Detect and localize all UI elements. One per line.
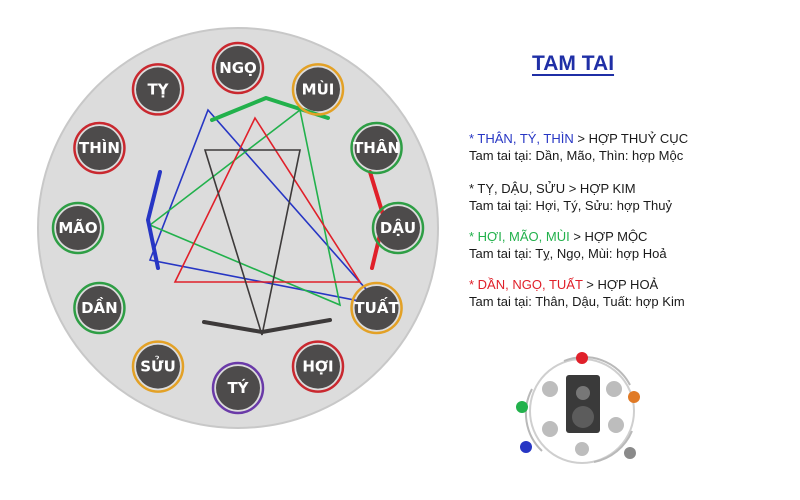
zodiac-label: THÌN	[79, 138, 120, 157]
zodiac-node: THÂN	[350, 121, 403, 175]
zodiac-node: HỢI	[291, 340, 345, 393]
zodiac-ring	[51, 201, 105, 255]
zodiac-label: MÃO	[58, 218, 97, 237]
cycle-arrow	[524, 388, 543, 452]
group-dan-ngo-tuat: * DẦN, NGỌ, TUẤT > HỢP HOẢ Tam tai tại: …	[469, 276, 789, 310]
zodiac-node: DẬU	[371, 201, 425, 255]
zodiac-circle	[77, 286, 122, 330]
group-hoi-mao-mui: * HỢI, MÃO, MÙI > HỢP MỘC Tam tai tại: T…	[469, 228, 789, 262]
group-result: > HỢP THUỶ CỤC	[573, 131, 689, 146]
cycle-arrow	[563, 356, 631, 386]
zodiac-label: THÂN	[353, 138, 400, 157]
zodiac-node: DẦN	[73, 281, 126, 335]
group-detail: Tam tai tại: Tỵ, Ngọ, Mùi: hợp Hoả	[469, 246, 667, 261]
zodiac-node: SỬU	[131, 340, 185, 393]
element-node-fire	[576, 352, 588, 364]
zodiac-label: TUẤT	[354, 296, 399, 317]
zodiac-node: TÝ	[211, 361, 265, 415]
group-result: > HỢP HOẢ	[582, 277, 659, 292]
zodiac-node: MÙI	[291, 63, 345, 116]
element-node-wood	[516, 401, 528, 413]
center-figure-head	[576, 386, 590, 400]
zodiac-node: THÌN	[73, 121, 126, 175]
zodiac-circle	[136, 344, 180, 389]
cycle-arrow	[593, 430, 633, 463]
zodiac-ring	[291, 63, 345, 116]
zodiac-ring	[73, 281, 126, 335]
zodiac-circle	[216, 46, 260, 90]
zodiac-label: DẦN	[81, 296, 118, 317]
zodiac-circle	[376, 206, 420, 250]
group-detail: Tam tai tại: Dần, Mão, Thìn: hợp Mộc	[469, 148, 684, 163]
zodiac-circle	[56, 206, 100, 250]
triad-triangle-4	[203, 149, 301, 336]
zodiac-ring	[350, 281, 403, 335]
zodiac-ring	[131, 340, 185, 393]
group-detail: Tam tai tại: Hợi, Tý, Sửu: hợp Thuỷ	[469, 198, 673, 213]
element-node-earth	[628, 391, 640, 403]
zodiac-node: TỴ	[131, 63, 185, 116]
element-node-water	[520, 441, 532, 453]
zodiac-ring	[350, 121, 403, 175]
zodiac-ring	[73, 121, 126, 175]
group-highlight: * TỴ, DẬU, SỬU	[469, 181, 566, 196]
zodiac-circle	[354, 286, 399, 330]
group-highlight: * THÂN, TÝ, THÌN	[469, 131, 574, 146]
zodiac-ring	[371, 201, 425, 255]
zodiac-circle	[216, 366, 260, 410]
zodiac-ring	[211, 41, 265, 95]
page-title: TAM TAI	[532, 52, 615, 75]
zodiac-label: MÙI	[302, 79, 335, 98]
zodiac-label: NGỌ	[219, 59, 257, 77]
group-result: > HỢP KIM	[565, 181, 636, 196]
group-detail: Tam tai tại: Thân, Dậu, Tuất: hợp Kim	[469, 294, 685, 309]
zodiac-label: SỬU	[140, 355, 176, 376]
zodiac-label: DẬU	[380, 217, 416, 237]
thumb-photo	[542, 381, 558, 397]
zodiac-node: TUẤT	[350, 281, 403, 335]
thumb-photo	[575, 442, 589, 456]
group-highlight: * HỢI, MÃO, MÙI	[469, 229, 570, 244]
zodiac-node: MÃO	[51, 201, 105, 255]
zodiac-circle	[354, 126, 399, 170]
zodiac-label: TỴ	[147, 80, 169, 98]
zodiac-label: HỢI	[302, 358, 333, 376]
zodiac-circle	[136, 67, 180, 112]
thumb-photo	[608, 417, 624, 433]
season-bracket-3	[202, 318, 332, 334]
five-elements-cycle-thumbnail	[516, 352, 640, 464]
element-node-metal	[624, 447, 636, 459]
triad-triangle-3	[173, 116, 362, 283]
triad-triangle-2	[148, 108, 342, 307]
zodiac-ring	[291, 340, 345, 393]
zodiac-circle	[296, 67, 340, 112]
zodiac-circle	[77, 126, 122, 170]
thumb-photo	[542, 421, 558, 437]
zodiac-label: TÝ	[227, 378, 249, 397]
group-ty-dau-suu: * TỴ, DẬU, SỬU > HỢP KIM Tam tai tại: Hợ…	[469, 180, 789, 214]
thumb-photo	[606, 381, 622, 397]
zodiac-ring	[211, 361, 265, 415]
wheel-disc	[37, 27, 439, 429]
group-than-ty-thin: * THÂN, TÝ, THÌN > HỢP THUỶ CỤC Tam tai …	[469, 130, 789, 164]
group-highlight: * DẦN, NGỌ, TUẤT	[469, 277, 583, 292]
season-bracket-4	[146, 170, 162, 270]
zodiac-node: NGỌ	[211, 41, 265, 95]
zodiac-wheel-diagram: NGỌ MÙI THÂN DẬU TUẤT HỢI TÝ SỬU DẦN MÃO THÌN TỴ	[37, 27, 439, 429]
zodiac-circle	[296, 344, 340, 389]
group-result: > HỢP MỘC	[569, 229, 648, 244]
zodiac-ring	[131, 63, 185, 116]
center-figure-body	[572, 406, 594, 428]
